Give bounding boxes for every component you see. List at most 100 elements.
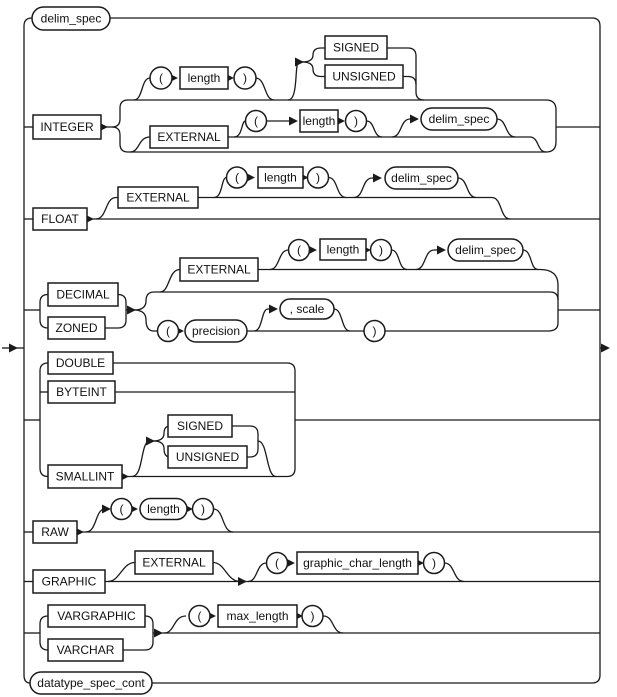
variable-length-integer: length (179, 66, 229, 90)
keyword-varchar: VARCHAR (47, 638, 124, 662)
open-paren-terminal: ( (156, 319, 180, 343)
svg-text:max_length: max_length (226, 609, 288, 623)
svg-text:FLOAT: FLOAT (41, 212, 79, 226)
svg-text:): ) (311, 609, 315, 623)
keyword-unsigned-smallint: UNSIGNED (167, 445, 248, 469)
keyword-integer: INTEGER (32, 114, 102, 140)
keyword-decimal: DECIMAL (47, 282, 119, 307)
svg-text:length: length (188, 71, 221, 85)
svg-text:INTEGER: INTEGER (40, 120, 94, 134)
svg-text:EXTERNAL: EXTERNAL (157, 130, 221, 144)
variable-length-raw: length (139, 497, 188, 521)
variable-delim-spec-decimal: delim_spec (447, 238, 524, 262)
variable-length-float: length (257, 166, 304, 189)
keyword-graphic: GRAPHIC (32, 569, 106, 594)
svg-text:UNSIGNED: UNSIGNED (332, 70, 396, 84)
svg-text:): ) (379, 243, 383, 257)
close-paren-terminal: ) (363, 319, 386, 343)
svg-text:SIGNED: SIGNED (177, 419, 223, 433)
svg-text:EXTERNAL: EXTERNAL (126, 191, 190, 205)
keyword-signed-integer: SIGNED (324, 35, 388, 60)
svg-text:SMALLINT: SMALLINT (56, 470, 115, 484)
open-paren-terminal: ( (244, 109, 268, 133)
svg-text:(: ( (275, 556, 279, 570)
keyword-external-float: EXTERNAL (117, 186, 199, 209)
svg-text:(: ( (254, 114, 258, 128)
variable-max-length: max_length (217, 604, 298, 628)
svg-text:EXTERNAL: EXTERNAL (187, 263, 251, 277)
svg-text:(: ( (297, 243, 301, 257)
svg-text:(: ( (235, 171, 239, 185)
svg-text:, scale: , scale (290, 302, 325, 316)
close-paren-terminal: ) (191, 497, 215, 521)
variable-delim-spec-integer: delim_spec (420, 107, 498, 131)
keyword-external-integer: EXTERNAL (149, 125, 229, 149)
svg-text:BYTEINT: BYTEINT (56, 385, 107, 399)
svg-text:VARCHAR: VARCHAR (57, 643, 115, 657)
open-paren-terminal: ( (188, 604, 211, 628)
svg-text:DOUBLE: DOUBLE (56, 356, 105, 370)
keyword-unsigned-integer: UNSIGNED (324, 64, 404, 89)
svg-text:delim_spec: delim_spec (455, 243, 516, 257)
open-paren-terminal: ( (225, 166, 249, 189)
svg-text:VARGRAPHIC: VARGRAPHIC (57, 609, 136, 623)
keyword-vargraphic: VARGRAPHIC (47, 604, 146, 628)
close-paren-terminal: ) (344, 109, 368, 133)
svg-text:delim_spec: delim_spec (391, 171, 452, 185)
close-paren-terminal: ) (306, 166, 330, 189)
svg-text:length: length (327, 243, 360, 257)
svg-text:): ) (432, 556, 436, 570)
open-paren-terminal: ( (149, 66, 173, 90)
keyword-external-decimal: EXTERNAL (179, 257, 259, 282)
svg-text:): ) (373, 324, 377, 338)
keyword-byteint: BYTEINT (47, 380, 116, 404)
keyword-signed-smallint: SIGNED (167, 414, 233, 438)
svg-text:precision: precision (192, 324, 240, 338)
svg-text:SIGNED: SIGNED (333, 41, 379, 55)
variable-delim-spec-float: delim_spec (384, 166, 459, 190)
svg-text:(: ( (120, 502, 124, 516)
open-paren-terminal: ( (287, 238, 311, 262)
keyword-double: DOUBLE (47, 351, 114, 375)
svg-text:(: ( (198, 609, 202, 623)
svg-text:EXTERNAL: EXTERNAL (142, 556, 206, 570)
svg-text:): ) (243, 71, 247, 85)
svg-text:): ) (354, 114, 358, 128)
variable-graphic-char-length: graphic_char_length (296, 551, 419, 575)
svg-text:): ) (316, 171, 320, 185)
keyword-raw: RAW (32, 520, 78, 544)
keyword-external-graphic: EXTERNAL (134, 550, 214, 575)
close-paren-terminal: ) (369, 238, 393, 262)
svg-text:GRAPHIC: GRAPHIC (42, 575, 97, 589)
variable-precision: precision (184, 319, 248, 343)
svg-text:length: length (147, 502, 180, 516)
svg-text:(: ( (159, 71, 163, 85)
connector-rails (2, 17, 610, 684)
open-paren-terminal: ( (110, 497, 133, 521)
variable-comma-scale: , scale (279, 298, 335, 320)
svg-text:datatype_spec_cont: datatype_spec_cont (37, 676, 145, 690)
keyword-zoned: ZONED (47, 316, 106, 340)
svg-text:length: length (264, 171, 297, 185)
close-paren-terminal: ) (301, 604, 324, 628)
open-paren-terminal: ( (265, 551, 289, 575)
svg-text:): ) (201, 502, 205, 516)
svg-text:RAW: RAW (41, 525, 69, 539)
svg-text:UNSIGNED: UNSIGNED (176, 450, 240, 464)
svg-text:delim_spec: delim_spec (41, 12, 102, 26)
variable-datatype-spec-cont: datatype_spec_cont (29, 671, 153, 695)
close-paren-terminal: ) (422, 551, 446, 575)
keyword-float: FLOAT (32, 207, 88, 231)
svg-text:graphic_char_length: graphic_char_length (303, 556, 412, 570)
svg-text:length: length (303, 114, 336, 128)
svg-text:DECIMAL: DECIMAL (56, 288, 110, 302)
variable-length-integer-external: length (299, 109, 339, 133)
close-paren-terminal: ) (233, 66, 257, 90)
svg-text:(: ( (166, 324, 170, 338)
variable-delim-spec-top: delim_spec (31, 6, 111, 31)
variable-length-decimal: length (319, 238, 367, 261)
svg-text:ZONED: ZONED (56, 321, 98, 335)
keyword-smallint: SMALLINT (47, 464, 123, 489)
svg-text:delim_spec: delim_spec (429, 112, 490, 126)
